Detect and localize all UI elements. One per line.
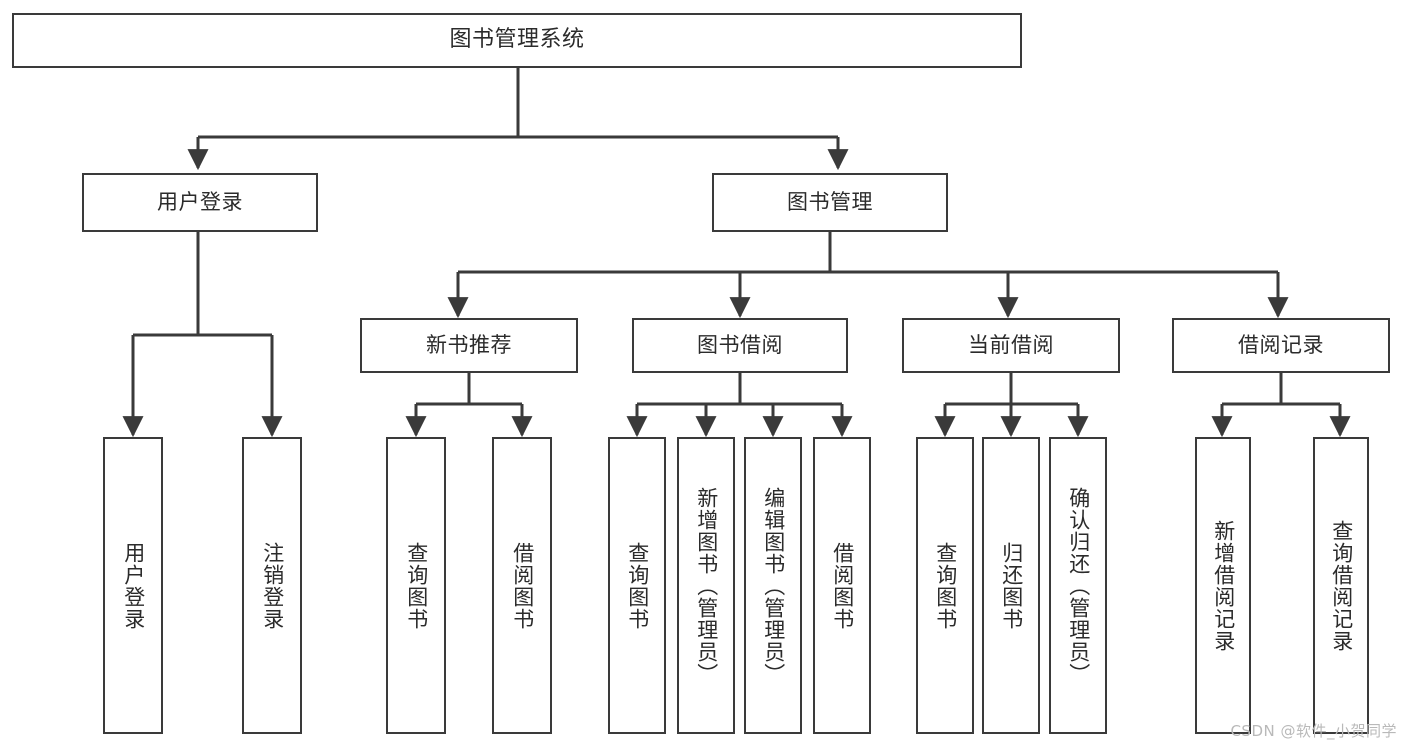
leaf-label: 归还图书	[999, 541, 1024, 630]
node-borrow-records[interactable]: 借阅记录	[1172, 318, 1390, 373]
leaf-label: 确认归还（管理员）	[1066, 486, 1091, 685]
leaf-records-add-record[interactable]: 新增借阅记录	[1195, 437, 1251, 734]
leaf-current-query-book[interactable]: 查询图书	[916, 437, 974, 734]
leaf-label: 新增图书（管理员）	[694, 486, 719, 685]
leaf-borrow-query-book[interactable]: 查询图书	[608, 437, 666, 734]
node-user-login[interactable]: 用户登录	[82, 173, 318, 232]
leaf-label: 用户登录	[121, 541, 146, 630]
leaf-label: 借阅图书	[510, 541, 535, 630]
node-new-book-recommend[interactable]: 新书推荐	[360, 318, 578, 373]
node-book-management[interactable]: 图书管理	[712, 173, 948, 232]
node-root-system[interactable]: 图书管理系统	[12, 13, 1022, 68]
node-label: 图书管理	[787, 189, 873, 214]
node-label: 借阅记录	[1238, 332, 1324, 357]
leaf-records-query-record[interactable]: 查询借阅记录	[1313, 437, 1369, 734]
leaf-label: 查询图书	[933, 541, 958, 630]
watermark: CSDN @软件_小贺同学	[1230, 722, 1397, 740]
leaf-new-book-borrow[interactable]: 借阅图书	[492, 437, 552, 734]
node-label: 新书推荐	[426, 332, 512, 357]
leaf-borrow-add-book-admin[interactable]: 新增图书（管理员）	[677, 437, 735, 734]
leaf-new-book-query[interactable]: 查询图书	[386, 437, 446, 734]
node-current-borrow[interactable]: 当前借阅	[902, 318, 1120, 373]
node-book-borrow[interactable]: 图书借阅	[632, 318, 848, 373]
node-label: 用户登录	[157, 189, 243, 214]
leaf-label: 注销登录	[260, 541, 285, 630]
leaf-label: 借阅图书	[830, 541, 855, 630]
leaf-label: 编辑图书（管理员）	[761, 486, 786, 685]
node-label: 当前借阅	[968, 332, 1054, 357]
node-label: 图书管理系统	[449, 27, 585, 53]
leaf-label: 查询图书	[625, 541, 650, 630]
node-label: 图书借阅	[697, 332, 783, 357]
leaf-current-confirm-return-admin[interactable]: 确认归还（管理员）	[1049, 437, 1107, 734]
leaf-borrow-borrow-book[interactable]: 借阅图书	[813, 437, 871, 734]
leaf-user-login-logout[interactable]: 注销登录	[242, 437, 302, 734]
leaf-current-return-book[interactable]: 归还图书	[982, 437, 1040, 734]
leaf-borrow-edit-book-admin[interactable]: 编辑图书（管理员）	[744, 437, 802, 734]
leaf-label: 查询图书	[404, 541, 429, 630]
leaf-label: 查询借阅记录	[1329, 519, 1354, 652]
leaf-user-login-login[interactable]: 用户登录	[103, 437, 163, 734]
leaf-label: 新增借阅记录	[1211, 519, 1236, 652]
